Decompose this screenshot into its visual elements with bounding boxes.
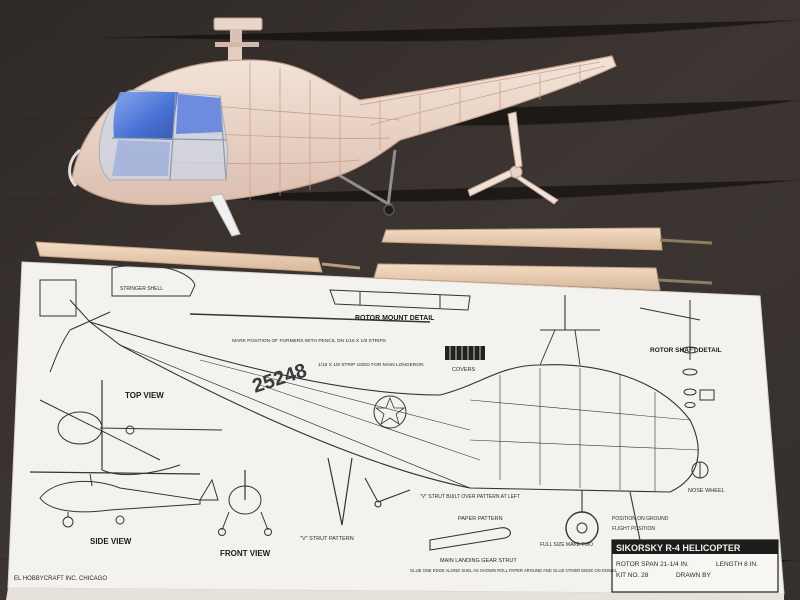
longeron-note: 1/16 X 1/8 STRIP USED FOR MAIN LONGERON <box>318 362 424 368</box>
rotor-mount-detail <box>189 289 471 323</box>
v-strut-pattern <box>327 457 353 526</box>
title-block: SIKORSKY R-4 HELICOPTER ROTOR SPAN 21-1/… <box>611 539 779 593</box>
rotor-hub <box>213 17 263 61</box>
cockpit-canopy <box>98 89 229 181</box>
paper-plan: SIKORSKY R-4 HELICOPTER ROTOR SPAN 21-1/… <box>6 261 785 600</box>
front-view-drawing <box>218 470 272 536</box>
main-strut-label: MAIN LANDING GEAR STRUT <box>440 558 517 564</box>
landing-gear-strut <box>364 477 511 551</box>
rotor-blade-right-upper <box>381 227 713 251</box>
top-view-drawing <box>39 380 223 476</box>
covers-note: COVERS <box>452 367 476 373</box>
rotor-shaft-label: ROTOR SHAFT DETAIL <box>650 347 722 354</box>
glue-note: GLUE ONE EDGE ALONG SHEL AS SHOWN ROLL P… <box>410 568 618 573</box>
flight-position-note: FLIGHT POSITION <box>612 526 655 532</box>
front-bumper <box>68 148 82 188</box>
front-view-label: FRONT VIEW <box>220 549 271 558</box>
rotor-shaft-detail <box>639 300 715 479</box>
v-strut-built-note: "V" STRUT BUILT OVER PATTERN AT LEFT <box>420 494 520 500</box>
shell-outline <box>39 264 196 317</box>
tail-rotor-propeller <box>467 111 559 205</box>
helicopter-model <box>68 17 617 237</box>
formers-note: MARK POSITION OF FORMERS WITH PENCIL ON … <box>232 338 386 344</box>
plan-title: SIKORSKY R-4 HELICOPTER <box>616 543 741 553</box>
top-view-label: TOP VIEW <box>125 391 164 400</box>
rotor-mount-label: ROTOR MOUNT DETAIL <box>355 315 435 322</box>
title-line-2: LENGTH 8 IN. <box>716 561 758 568</box>
full-size-note: FULL SIZE MAKE TWO <box>540 542 593 548</box>
v-strut-pattern-label: "V" STRUT PATTERN <box>300 536 354 542</box>
side-view-label: SIDE VIEW <box>90 537 132 546</box>
title-line-4: DRAWN BY <box>676 572 711 579</box>
rotor-blade-right-lower <box>373 263 713 291</box>
covers-hatch <box>445 346 485 360</box>
stringer-note: STRINGER SHELL <box>120 286 163 292</box>
nose-wheel-note: NOSE WHEEL <box>688 488 725 494</box>
small-side-view <box>29 471 219 528</box>
position-ground-note: POSITION ON GROUND <box>612 516 669 522</box>
title-line-1: ROTOR SPAN 21-1/4 IN. <box>616 561 689 568</box>
side-view-drawing <box>49 295 699 545</box>
paper-pattern-label: PAPER PATTERN <box>458 516 503 522</box>
covers-hatch-lines <box>449 346 481 360</box>
publisher-text: EL HOBBYCRAFT INC. CHICAGO <box>14 576 107 582</box>
nose-gear <box>209 193 241 237</box>
title-line-3: KIT NO. 28 <box>616 572 649 579</box>
fuselage-frame-lines <box>119 61 606 200</box>
rotor-blade-left <box>35 241 361 273</box>
